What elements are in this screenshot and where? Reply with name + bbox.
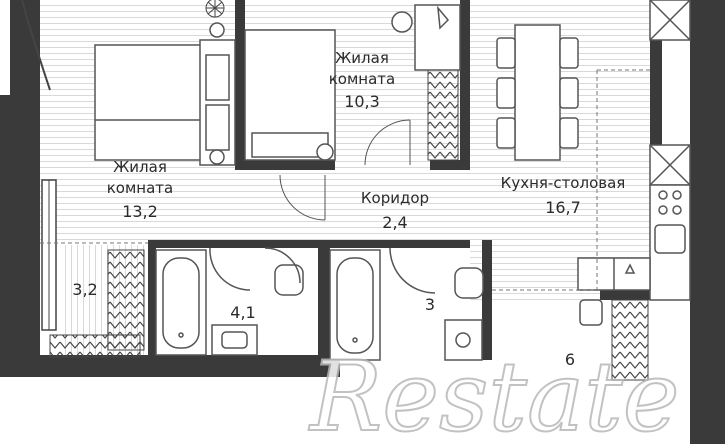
room-area-kitchen: 16,7 [545, 198, 581, 217]
room-area-living-right: 10,3 [344, 92, 380, 111]
room-label-living-left-1: Жилая [113, 158, 167, 176]
room-label-living-right-2: комната [329, 70, 395, 88]
room-area-balcony: 3,2 [72, 280, 97, 299]
room-label-corridor: Коридор [361, 189, 429, 207]
hall-fixture [579, 299, 603, 326]
room-label-living-right-1: Жилая [335, 49, 389, 67]
watermark-logo: Restate [308, 341, 680, 444]
desk [391, 4, 461, 71]
room-area-hall: 6 [565, 350, 575, 369]
door-living-13-2 [279, 174, 326, 221]
room-area-wc: 3 [425, 295, 435, 314]
door-room-10-3 [364, 119, 411, 166]
room-area-living-left: 13,2 [122, 202, 158, 221]
room-label-living-left-2: комната [107, 179, 173, 197]
dashed-outline [40, 69, 650, 291]
double-bed [94, 22, 236, 166]
wc-fixtures [329, 247, 484, 361]
closets [49, 69, 649, 381]
plant-icon [205, 0, 225, 18]
room-area-bathroom: 4,1 [230, 303, 255, 322]
dining-table [496, 24, 579, 161]
bathroom-fixtures [155, 247, 304, 356]
kitchen-counter [577, 0, 691, 301]
room-label-kitchen: Кухня-столовая [501, 174, 626, 192]
single-bed [244, 29, 336, 161]
room-area-corridor: 2,4 [382, 213, 407, 232]
left-windows [21, 0, 57, 331]
room-labels: Жилая комната 13,2 Жилая комната 10,3 Ко… [72, 49, 625, 369]
